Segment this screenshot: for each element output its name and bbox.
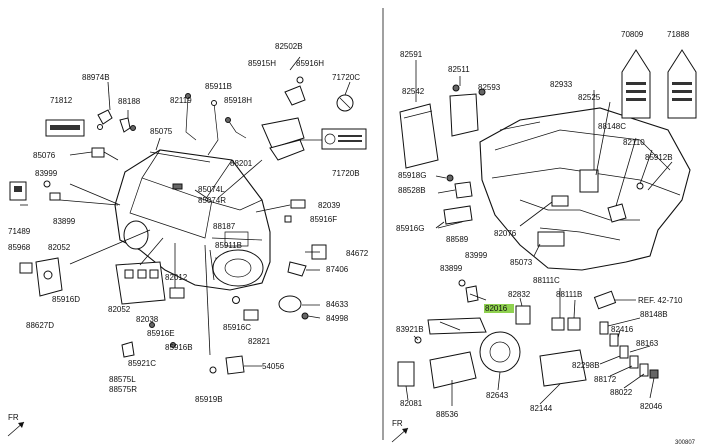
- label-88589: 88589: [446, 235, 469, 244]
- label-82046: 82046: [640, 402, 663, 411]
- label-85918H: 85918H: [224, 96, 252, 105]
- label-82081: 82081: [400, 399, 423, 408]
- label-82052-b: 82052: [108, 305, 131, 314]
- label-88022: 88022: [610, 388, 633, 397]
- label-82525: 82525: [578, 93, 601, 102]
- label-88111C: 88111C: [533, 276, 560, 285]
- fr-indicator-right: FR: [391, 419, 409, 443]
- footer-code: 300807: [675, 440, 696, 446]
- label-87406: 87406: [326, 265, 349, 274]
- label-85916F: 85916F: [310, 215, 337, 224]
- label-REF-42-710: REF. 42-710: [638, 296, 683, 305]
- label-82502B: 82502B: [275, 42, 303, 51]
- label-82593: 82593: [478, 83, 501, 92]
- label-83921B: 83921B: [396, 325, 424, 334]
- highlight-82016: [484, 304, 514, 313]
- label-71888: 71888: [667, 30, 690, 39]
- parts-right: [397, 49, 697, 389]
- label-82643: 82643: [486, 391, 509, 400]
- label-82591: 82591: [400, 50, 423, 59]
- label-88148B: 88148B: [640, 310, 668, 319]
- fr-indicator-left: FR: [7, 413, 25, 437]
- label-83999: 83999: [35, 169, 58, 178]
- label-88974B: 88974B: [82, 73, 110, 82]
- label-85074L: 85074L: [198, 185, 225, 194]
- label-88575L: 88575L: [109, 375, 136, 384]
- label-71720B: 71720B: [332, 169, 360, 178]
- label-85916H: 85916H: [296, 59, 324, 68]
- label-82039: 82039: [318, 201, 341, 210]
- label-82933: 82933: [550, 80, 573, 89]
- label-54056: 54056: [262, 362, 285, 371]
- vehicle-body: [114, 149, 271, 291]
- label-85916D: 85916D: [52, 295, 80, 304]
- label-88201: 88201: [230, 159, 253, 168]
- label-82052: 82052: [48, 243, 71, 252]
- label-88627D: 88627D: [26, 321, 54, 330]
- label-82076: 82076: [494, 229, 517, 238]
- label-85911B: 85911B: [205, 82, 232, 91]
- labels-left: 88974B 88188 71812 85076 83999 83899 714…: [8, 42, 369, 404]
- label-84633: 84633: [326, 300, 349, 309]
- label-82298B: 82298B: [572, 361, 600, 370]
- label-71489: 71489: [8, 227, 31, 236]
- label-85918G: 85918G: [398, 171, 426, 180]
- label-82832: 82832: [508, 290, 531, 299]
- label-85968: 85968: [8, 243, 31, 252]
- label-71812: 71812: [50, 96, 73, 105]
- label-82821: 82821: [248, 337, 271, 346]
- label-82016: 82016: [485, 304, 508, 313]
- label-85074R: 85074R: [198, 196, 226, 205]
- label-85912B: 85912B: [645, 153, 673, 162]
- label-71720C: 71720C: [332, 73, 360, 82]
- label-85075: 85075: [150, 127, 173, 136]
- label-88148C: 88148C: [598, 122, 626, 131]
- label-85911B-b: 85911B: [215, 241, 242, 250]
- leader-lines-left: [20, 56, 351, 367]
- label-85915H: 85915H: [248, 59, 276, 68]
- label-82038: 82038: [136, 315, 159, 324]
- label-85919B: 85919B: [195, 395, 223, 404]
- label-83999: 83999: [465, 251, 488, 260]
- label-85073: 85073: [510, 258, 533, 267]
- label-88536: 88536: [436, 410, 459, 419]
- label-88528B: 88528B: [398, 186, 426, 195]
- parts-left: [9, 76, 367, 375]
- label-82511: 82511: [448, 65, 470, 74]
- label-82542: 82542: [402, 87, 425, 96]
- label-88163: 88163: [636, 339, 659, 348]
- label-84672: 84672: [346, 249, 369, 258]
- label-88187: 88187: [213, 222, 236, 231]
- label-85921C: 85921C: [128, 359, 156, 368]
- label-85916E: 85916E: [147, 329, 175, 338]
- label-85916C: 85916C: [223, 323, 251, 332]
- label-82119: 82119: [170, 96, 192, 105]
- label-83899: 83899: [440, 264, 463, 273]
- label-70809: 70809: [621, 30, 644, 39]
- label-88188: 88188: [118, 97, 141, 106]
- label-82416: 82416: [611, 325, 634, 334]
- label-85916G: 85916G: [396, 224, 424, 233]
- svg-text:FR: FR: [8, 413, 19, 422]
- label-82110: 82110: [623, 138, 645, 147]
- svg-text:FR: FR: [392, 419, 403, 428]
- label-88575R: 88575R: [109, 385, 137, 394]
- labels-right: 82591 82511 82593 82542 82933 82525 7080…: [396, 30, 690, 419]
- label-82144: 82144: [530, 404, 553, 413]
- leader-lines-right: [405, 60, 673, 406]
- label-88172: 88172: [594, 375, 617, 384]
- label-84998: 84998: [326, 314, 349, 323]
- label-88111B: 88111B: [556, 290, 582, 299]
- label-82012: 82012: [165, 273, 188, 282]
- label-85076: 85076: [33, 151, 56, 160]
- label-83899: 83899: [53, 217, 76, 226]
- label-85916B: 85916B: [165, 343, 193, 352]
